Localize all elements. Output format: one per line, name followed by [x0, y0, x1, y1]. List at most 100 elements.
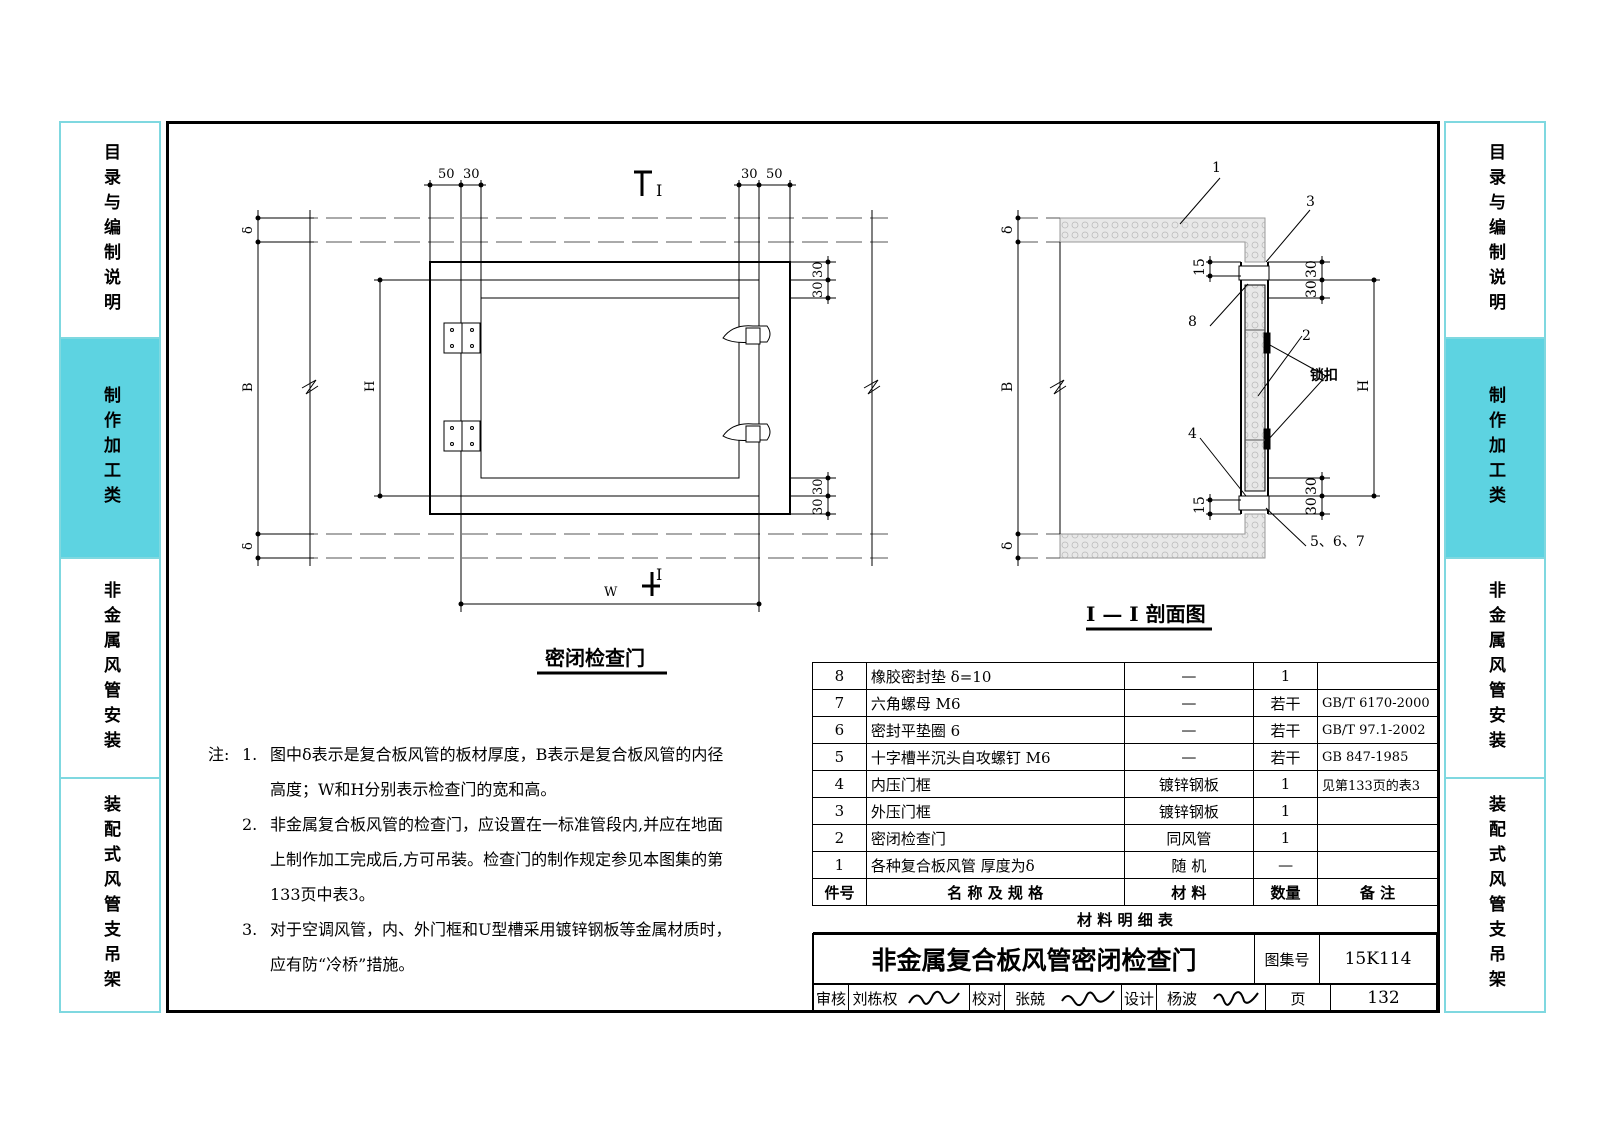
sidebar-tab-support-right[interactable]: 装配式风管支吊架 [1446, 779, 1544, 1011]
tab-label: 目录与编制说明 [1485, 142, 1505, 318]
bom-header: 材 料 [1123, 878, 1255, 906]
label-delta-bottom: δ [1000, 542, 1016, 550]
tab-label: 装配式风管支吊架 [1485, 795, 1505, 995]
section-view-title: I — I 剖面图 [1086, 602, 1206, 626]
duct-dashed-lines [258, 217, 888, 559]
bom-cell: 密闭检查门 [865, 824, 1125, 852]
sidebar-tab-fabrication[interactable]: 制作加工类 [61, 339, 159, 559]
notes-prefix: 注: [208, 745, 230, 764]
bom-cell [1316, 824, 1439, 852]
dim-30-right-bottom2: 30 [811, 498, 826, 515]
note-num: 3. [242, 920, 258, 939]
section-view-dots [1015, 215, 1377, 561]
bom-caption: 材 料 明 细 表 [812, 905, 1438, 933]
sidebar-tab-nonmetal[interactable]: 非金属风管安装 [61, 559, 159, 779]
bom-header: 件号 [812, 878, 867, 906]
bom-cell: 8 [812, 662, 867, 690]
check-label: 校对 [970, 985, 1005, 1011]
bom-cell: 1 [1253, 770, 1318, 798]
bom-cell [1316, 662, 1439, 690]
left-sidebar: 目录与编制说明 制作加工类 非金属风管安装 装配式风管支吊架 [59, 121, 161, 1013]
section-mark-top: I [656, 181, 662, 200]
inner-frame-2 [480, 297, 740, 479]
callout-3: 3 [1306, 194, 1315, 210]
dim-30-right-bottom1: 30 [811, 478, 826, 495]
note-line: 对于空调风管，内、外门框和U型槽采用镀锌钢板等金属材质时， [270, 920, 732, 939]
bom-cell: 1 [1253, 824, 1318, 852]
bom-cell: 若干 [1253, 689, 1318, 717]
dim-15-top: 15 [1192, 258, 1208, 276]
sidebar-tab-fabrication-right[interactable]: 制作加工类 [1446, 339, 1544, 559]
bom-cell: 随 机 [1123, 851, 1255, 879]
tab-label: 非金属风管安装 [1485, 580, 1505, 756]
label-B: B [1000, 382, 1016, 392]
note-line: 图中δ表示是复合板风管的板材厚度，B表示是复合板风管的内径 [270, 745, 724, 764]
bom-cell: 六角螺母 M6 [865, 689, 1125, 717]
drawing-frame [166, 121, 1440, 1013]
table-caption-row: 材 料 明 细 表 [812, 905, 1438, 933]
review-label: 审核 [814, 985, 849, 1011]
note-num: 2. [242, 815, 258, 834]
bom-cell: 1 [1253, 797, 1318, 825]
bom-cell: 镀锌钢板 [1123, 770, 1255, 798]
bom-header: 数量 [1253, 878, 1318, 906]
front-view-title: 密闭检查门 [545, 646, 645, 670]
sidebar-tab-catalog-right[interactable]: 目录与编制说明 [1446, 123, 1544, 339]
bom-cell: 1 [1253, 662, 1318, 690]
sidebar-tab-nonmetal-right[interactable]: 非金属风管安装 [1446, 559, 1544, 779]
bom-cell [1316, 851, 1439, 879]
bom-cell: 若干 [1253, 743, 1318, 771]
note-line: 应有防“冷桥”措施。 [270, 955, 415, 974]
bom-cell: 十字槽半沉头自攻螺钉 M6 [865, 743, 1125, 771]
sidebar-tab-catalog[interactable]: 目录与编制说明 [61, 123, 159, 339]
duct-wall-bottom [1059, 513, 1266, 559]
drawing-title: 非金属复合板风管密闭检查门 [814, 935, 1255, 983]
section-view [1017, 177, 1380, 631]
bom-cell: 1 [812, 851, 867, 879]
dim-30-bottom1: 30 [1304, 477, 1320, 495]
reviewer-name: 刘栋权 [852, 989, 898, 1008]
bom-cell: 若干 [1253, 716, 1318, 744]
bom-cell: 6 [812, 716, 867, 744]
bom-cell: — [1123, 662, 1255, 690]
label-delta-top: δ [1000, 226, 1016, 234]
bom-cell: — [1253, 851, 1318, 879]
atlas-label: 图集号 [1255, 935, 1320, 983]
dim-30-bottom2: 30 [1304, 497, 1320, 515]
bom-cell: 镀锌钢板 [1123, 797, 1255, 825]
dim-30-right: 30 [741, 167, 758, 182]
bom-cell: 橡胶密封垫 δ=10 [865, 662, 1125, 690]
callout-lock: 锁扣 [1310, 367, 1338, 384]
title-block: 非金属复合板风管密闭检查门 图集号 15K114 审核 刘栋权 校对 张兢 设计… [812, 933, 1438, 1013]
bom-cell: GB/T 6170-2000 [1316, 689, 1439, 717]
section-view-labels: 1 3 8 2 锁扣 4 5、6、7 δ δ B H 15 15 30 30 3… [1000, 160, 1372, 626]
dim-30-right-top2: 30 [811, 281, 826, 298]
bom-cell: 7 [812, 689, 867, 717]
dim-15-bottom: 15 [1192, 496, 1208, 514]
hinge-icon [443, 322, 481, 452]
page-number: 132 [1367, 988, 1400, 1008]
tab-label: 制作加工类 [100, 385, 120, 511]
design-label: 设计 [1122, 985, 1157, 1011]
callout-5-6-7: 5、6、7 [1310, 534, 1365, 550]
bom-cell: 外压门框 [865, 797, 1125, 825]
bom-cell: 5 [812, 743, 867, 771]
bom-cell: 4 [812, 770, 867, 798]
bom-cell: — [1123, 716, 1255, 744]
dim-30-right-top1: 30 [811, 261, 826, 278]
tab-label: 非金属风管安装 [100, 580, 120, 756]
bom-cell: GB 847-1985 [1316, 743, 1439, 771]
tab-label: 目录与编制说明 [100, 142, 120, 318]
right-sidebar: 目录与编制说明 制作加工类 非金属风管安装 装配式风管支吊架 [1444, 121, 1546, 1013]
sidebar-tab-support[interactable]: 装配式风管支吊架 [61, 779, 159, 1011]
designer-name: 杨波 [1166, 989, 1197, 1008]
bom-cell: GB/T 97.1-2002 [1316, 716, 1439, 744]
page-label: 页 [1266, 985, 1331, 1011]
bom-cell: — [1123, 689, 1255, 717]
